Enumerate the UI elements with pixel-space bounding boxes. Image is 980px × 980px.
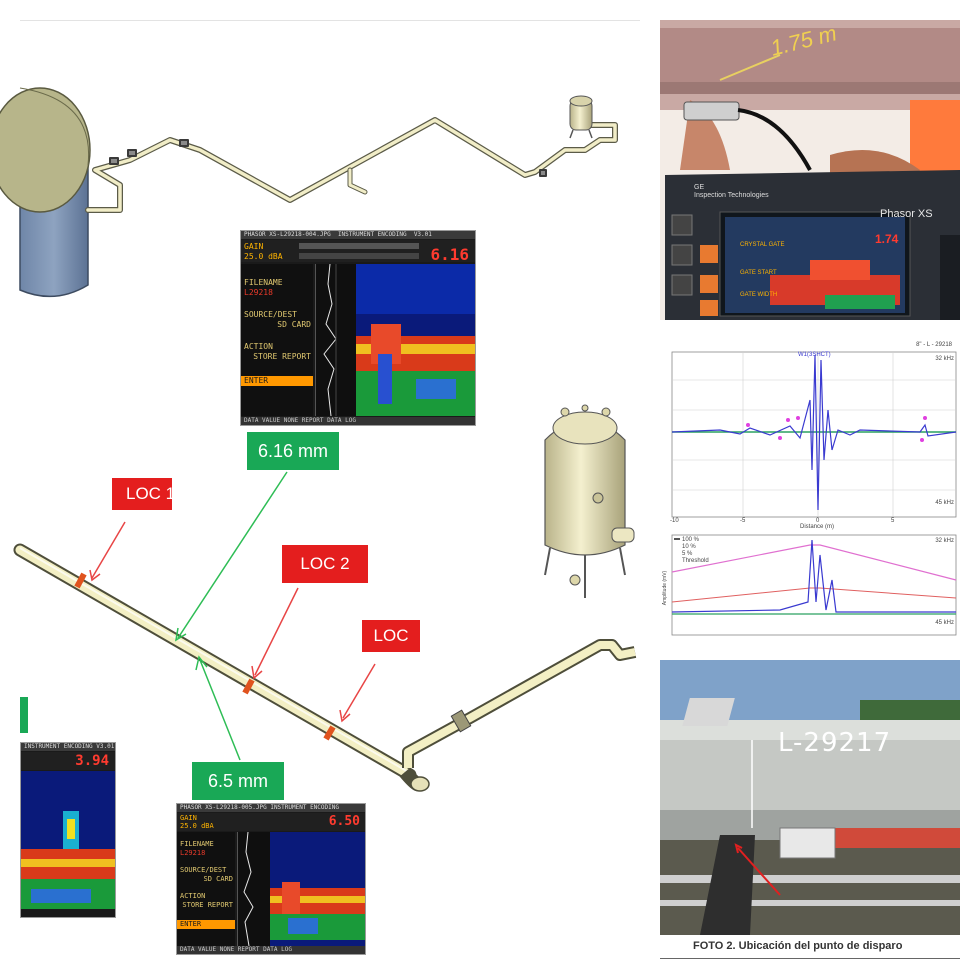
x-tick-0: -10 [670, 518, 679, 524]
thickness-label-bottom: 6.5 mm [192, 762, 284, 800]
loc-bands [74, 572, 336, 741]
gain-value: 25.0 dBA [180, 822, 214, 830]
legend-5: 5 % [682, 551, 693, 557]
thickness-reading: 3.94 [75, 753, 109, 769]
inspected-pipe [13, 543, 637, 792]
lower-freq-top: 32 kHz [935, 538, 954, 544]
screen-header: PHASOR XS-L29218-004.JPG INSTRUMENT ENCO… [241, 231, 475, 239]
screen-footer: DATA VALUE NONE REPORT DATA LOG [241, 417, 475, 425]
legend-10: 10 % [682, 544, 696, 550]
annotation-arrows [89, 471, 376, 761]
caption-rule [660, 958, 960, 959]
lower-freq-bottom: 45 kHz [935, 620, 954, 626]
y-axis-label: Amplitude (mV) [662, 570, 669, 606]
loc-2-label: LOC 2 [282, 545, 368, 583]
phasor-screen-bottom: PHASOR XS-L29218-005.JPG INSTRUMENT ENCO… [176, 803, 366, 955]
loc-1-label: LOC 1 [112, 478, 172, 510]
legend-100: 100 % [682, 537, 700, 543]
screen-header: INSTRUMENT ENCODING V3.01 [21, 743, 115, 751]
thickness-label-left-cropped [20, 697, 28, 733]
pipe-line-marking: L-29217 [778, 728, 892, 758]
b-scan-heatmap [356, 264, 475, 416]
device-model: Phasor XS [880, 208, 933, 220]
upper-pipe-run [85, 117, 618, 213]
a-scan-trace [237, 832, 271, 946]
thickness-reading: 6.16 [430, 245, 469, 264]
guided-wave-plot: 8" - L - 29218 32 kHz 45 kHz W1(3SHCT) -… [660, 340, 960, 640]
screen-footer: DATA VALUE NONE REPORT DATA LOG [177, 946, 365, 954]
device-gate-width: GATE WIDTH [740, 292, 778, 298]
screen-menu: FILENAME L29218 SOURCE/DEST SD CARD ACTI… [241, 264, 313, 416]
loc-3-label: LOC [362, 620, 420, 652]
photo-pipe-firing-point: L-29217 [660, 660, 960, 935]
device-brand: GE [694, 184, 705, 191]
x-axis-label: Distance (m) [800, 524, 835, 530]
thickness-reading: 6.50 [328, 814, 360, 829]
piping-isometric-drawing [0, 87, 637, 792]
gain-value: 25.0 dBA [244, 252, 283, 261]
phasor-screen-main: PHASOR XS-L29218-004.JPG INSTRUMENT ENCO… [240, 230, 476, 426]
x-tick-2: 0 [816, 518, 820, 524]
top-divider [20, 20, 640, 21]
phasor-screen-left: INSTRUMENT ENCODING V3.01 3.94 [20, 742, 116, 918]
x-tick-1: -5 [740, 518, 746, 524]
gain-label: GAIN [244, 242, 264, 251]
b-scan-heatmap [21, 771, 115, 909]
plot-corner-label: 8" - L - 29218 [916, 342, 952, 348]
plot-freq-top: 32 kHz [935, 356, 954, 362]
screen-header: PHASOR XS-L29218-005.JPG INSTRUMENT ENCO… [177, 804, 365, 812]
pressure-vessel [544, 404, 635, 598]
device-brand-sub: Inspection Technologies [694, 192, 769, 199]
device-gate-start: GATE START [740, 270, 777, 276]
screen-menu: FILENAME L29218 SOURCE/DEST SD CARD ACTI… [177, 832, 235, 946]
thickness-label-top: 6.16 mm [247, 432, 339, 470]
peak-label: W1(3SHCT) [798, 352, 831, 358]
small-filter-vessel [569, 95, 593, 139]
b-scan-heatmap [270, 832, 365, 946]
device-crystal-gate: CRYSTAL GATE [740, 242, 785, 248]
device-reading: 1.74 [875, 232, 899, 246]
x-tick-3: 5 [891, 518, 895, 524]
gain-label: GAIN [180, 814, 197, 822]
legend-threshold: Threshold [682, 558, 709, 564]
a-scan-trace [315, 264, 357, 416]
photo-ut-device: 1.75 m GE Inspection Technologies Phasor… [660, 20, 960, 320]
photo-caption: FOTO 2. Ubicación del punto de disparo [693, 940, 903, 952]
plot-freq-bottom: 45 kHz [935, 500, 954, 506]
storage-tank [0, 87, 91, 298]
